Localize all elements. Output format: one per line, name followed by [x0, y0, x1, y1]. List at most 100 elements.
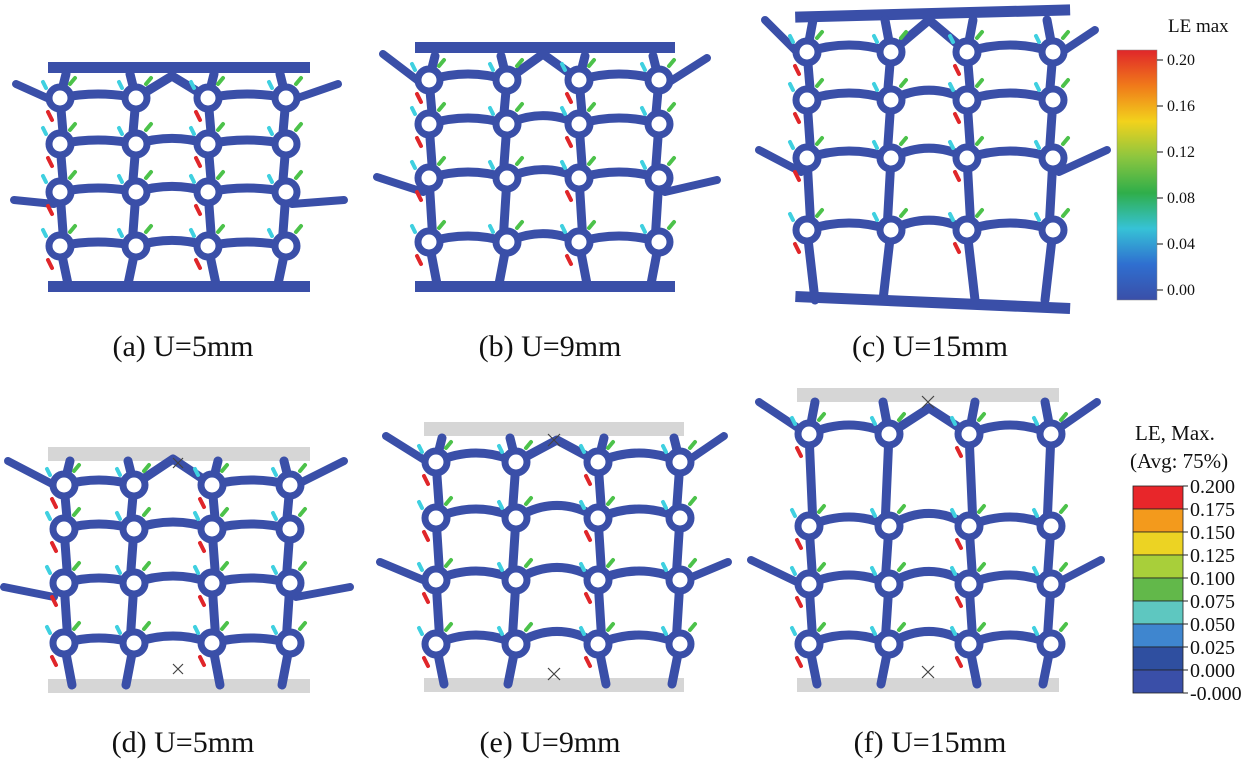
- top-v-strut: [502, 49, 584, 85]
- hotspot-green: [587, 220, 596, 230]
- hotspot-green: [897, 504, 906, 514]
- hotspot-red: [955, 656, 963, 668]
- hotspot-cyan: [410, 160, 417, 170]
- node-ring: [644, 227, 674, 257]
- hotspot-cyan: [115, 625, 122, 635]
- caption-b: (b) U=9mm: [479, 330, 622, 363]
- legend-top-tick-label: 0.00: [1167, 282, 1195, 299]
- hotspot-cyan: [579, 444, 586, 454]
- bottom-plate: [48, 679, 310, 693]
- hotspot-cyan: [267, 228, 274, 238]
- hotspot-green: [815, 30, 824, 40]
- hotspot-cyan: [417, 626, 424, 636]
- hotspot-cyan: [790, 416, 797, 426]
- hotspot-cyan: [661, 562, 668, 572]
- hotspot-green: [220, 621, 229, 631]
- nodes: [792, 37, 1068, 245]
- node-ring: [275, 628, 305, 658]
- hotspot-green: [667, 156, 676, 166]
- hotspot-cyan: [45, 565, 52, 575]
- boundary-x-marker: [921, 665, 935, 679]
- hotspot-green: [817, 504, 826, 514]
- bottom-plate: [797, 678, 1059, 692]
- vertical-strut: [804, 429, 818, 531]
- node-ring: [1036, 511, 1066, 541]
- strain-hotspots: [790, 412, 1068, 668]
- hotspot-green: [294, 224, 303, 234]
- hotspot-green: [817, 562, 826, 572]
- legend-bottom-swatch: [1132, 508, 1184, 533]
- hotspot-red: [795, 538, 803, 550]
- node-ring: [794, 629, 824, 659]
- hotspot-cyan: [948, 212, 955, 222]
- nodes: [794, 419, 1066, 659]
- hotspot-green: [72, 507, 81, 517]
- hotspot-green: [667, 102, 676, 112]
- hotspot-cyan: [497, 562, 504, 572]
- hotspot-green: [606, 496, 615, 506]
- hotspot-cyan: [417, 444, 424, 454]
- hotspot-green: [298, 561, 307, 571]
- node-ring: [876, 143, 906, 173]
- node-ring: [271, 177, 301, 207]
- hotspot-green: [524, 440, 533, 450]
- hotspot-cyan: [640, 106, 647, 116]
- hotspot-green: [587, 156, 596, 166]
- hotspot-green: [977, 412, 986, 422]
- hotspot-red: [46, 204, 54, 216]
- side-arm-strut: [4, 457, 62, 491]
- legend-top: LE max 0.200.160.120.080.040.00: [1116, 16, 1229, 301]
- node-ring: [45, 83, 75, 113]
- legend-bottom-tick-label: 0.050: [1190, 614, 1235, 636]
- hotspot-cyan: [950, 626, 957, 636]
- node-ring: [583, 565, 613, 595]
- node-ring: [45, 177, 75, 207]
- hotspot-green: [444, 496, 453, 506]
- struts: [804, 397, 1056, 689]
- hotspot-cyan: [640, 224, 647, 234]
- node-ring: [792, 215, 822, 245]
- node-ring: [492, 227, 522, 257]
- hotspot-cyan: [410, 106, 417, 116]
- hotspot-cyan: [1034, 140, 1041, 150]
- node-ring: [271, 83, 301, 113]
- hotspot-green: [294, 76, 303, 86]
- node-ring: [271, 129, 301, 159]
- hotspot-cyan: [560, 106, 567, 116]
- node-ring: [421, 503, 451, 533]
- hotspot-cyan: [41, 126, 48, 136]
- legend-top-tick-label: 0.08: [1167, 190, 1195, 207]
- node-ring: [414, 65, 444, 95]
- hotspot-green: [220, 463, 229, 473]
- hotspot-green: [68, 224, 77, 234]
- hotspot-green: [515, 102, 524, 112]
- hotspot-green: [975, 208, 984, 218]
- legend-bottom-tick-label: 0.100: [1190, 568, 1235, 590]
- node-ring: [794, 511, 824, 541]
- hotspot-green: [216, 76, 225, 86]
- hotspot-cyan: [117, 228, 124, 238]
- hotspot-green: [817, 412, 826, 422]
- hotspot-cyan: [189, 80, 196, 90]
- node-ring: [45, 129, 75, 159]
- hotspot-cyan: [488, 160, 495, 170]
- hotspot-cyan: [117, 126, 124, 136]
- hotspot-cyan: [1034, 34, 1041, 44]
- hotspot-red: [422, 592, 430, 604]
- node-ring: [876, 37, 906, 67]
- node-ring: [583, 447, 613, 477]
- hotspot-red: [795, 656, 803, 668]
- legend-bottom-swatch: [1132, 531, 1184, 556]
- hotspot-cyan: [579, 500, 586, 510]
- legend-bottom-tick-label: 0.175: [1190, 499, 1235, 521]
- hotspot-red: [422, 474, 430, 486]
- hotspot-green: [142, 561, 151, 571]
- hotspot-cyan: [193, 625, 200, 635]
- hotspot-cyan: [271, 625, 278, 635]
- node-ring: [275, 514, 305, 544]
- hotspot-cyan: [870, 626, 877, 636]
- hotspot-cyan: [640, 160, 647, 170]
- hotspot-red: [955, 596, 963, 608]
- struts: [55, 69, 291, 289]
